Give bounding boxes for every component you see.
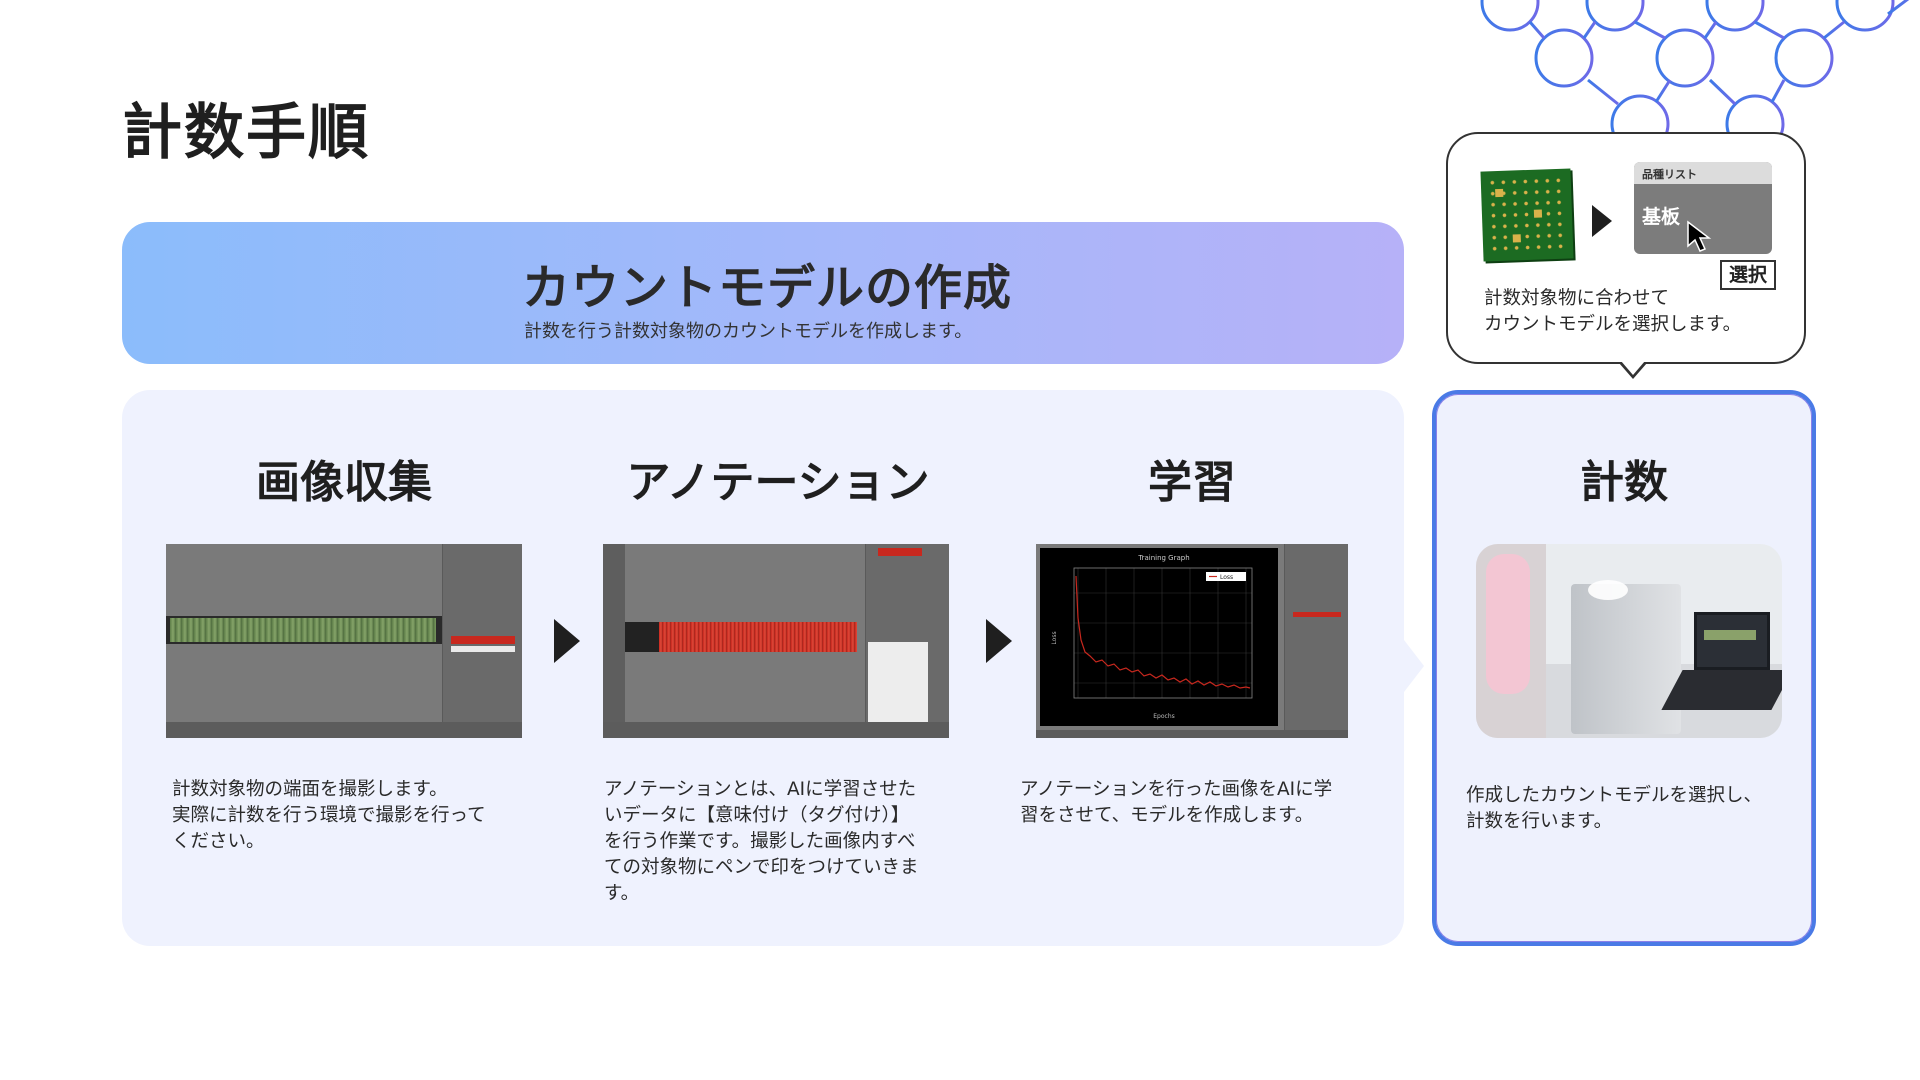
training-graph-legend: Loss [1220, 574, 1233, 581]
training-screenshot: Training Graph Loss Epochs Loss [1036, 544, 1348, 738]
step-title-training: 学習 [1148, 457, 1236, 508]
bubble-description: 計数対象物に合わせて カウントモデルを選択します。 [1484, 288, 1742, 335]
training-graph-ylabel: Loss [1051, 631, 1058, 644]
training-graph-xlabel: Epochs [1153, 713, 1175, 720]
counting-photo [1476, 544, 1782, 738]
select-button[interactable]: 選択 [1720, 260, 1776, 290]
cursor-icon [1687, 220, 1712, 252]
step-description-counting: 作成したカウントモデルを選択し、 計数を行います。 [1466, 785, 1763, 832]
step-title-image-collection: 画像収集 [256, 457, 432, 508]
panel-pointer-notch [1404, 640, 1424, 692]
step-arrow-1 [554, 619, 580, 663]
page-title: 計数手順 [122, 98, 370, 168]
step-title-annotation: アノテーション [626, 457, 930, 508]
model-creation-banner: カウントモデルの作成 計数を行う計数対象物のカウントモデルを作成します。 [122, 222, 1404, 364]
step-title-counting: 計数 [1580, 457, 1668, 508]
step-arrow-2 [986, 619, 1012, 663]
annotation-screenshot [603, 544, 949, 738]
pcb-board-image [1480, 168, 1574, 262]
variety-list-header: 品種リスト [1634, 162, 1772, 184]
molecule-pattern-decoration [1480, 0, 1910, 150]
bubble-arrow [1592, 205, 1612, 237]
banner-title: カウントモデルの作成 [522, 260, 1013, 316]
banner-subtitle: 計数を行う計数対象物のカウントモデルを作成します。 [524, 321, 973, 342]
training-graph: Training Graph Loss Epochs Loss [1040, 548, 1278, 726]
step-description-annotation: アノテーションとは、AIに学習させた いデータに【意味付け（タグ付け）】 を行う… [604, 779, 919, 904]
step-description-image-collection: 計数対象物の端面を撮影します。 実際に計数を行う環境で撮影を行って ください。 [172, 779, 486, 852]
variety-list-item[interactable]: 基板 [1642, 206, 1681, 228]
training-graph-title: Training Graph [1137, 554, 1189, 562]
step-description-training: アノテーションを行った画像をAIに学 習をさせて、モデルを作成します。 [1020, 779, 1333, 826]
image-collection-screenshot [166, 544, 522, 738]
